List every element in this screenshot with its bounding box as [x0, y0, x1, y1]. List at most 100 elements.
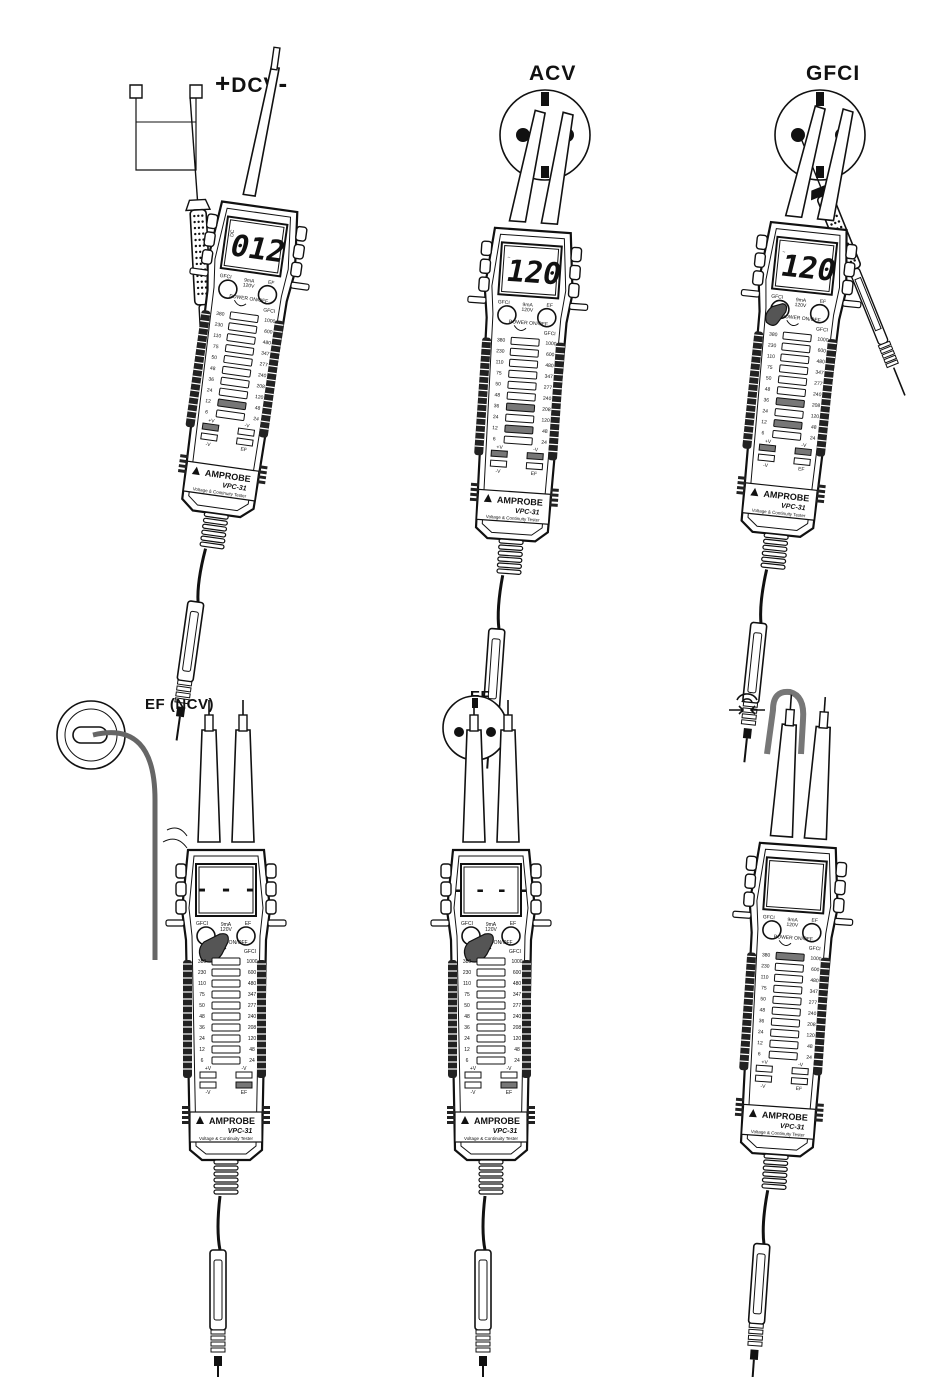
led-left-label: 6	[466, 1058, 469, 1064]
side-bumper	[843, 261, 856, 278]
led-left-label: 50	[211, 355, 218, 362]
mode-label-gfci: GFCI	[806, 62, 861, 85]
led-right-label: 277	[513, 1003, 522, 1009]
probe-ring	[747, 1340, 763, 1347]
led-bar	[476, 1034, 506, 1043]
strain-relief-ring	[213, 1165, 239, 1171]
grip-rib	[480, 354, 491, 357]
grip-rib	[750, 369, 760, 372]
ef-button	[257, 284, 278, 305]
aux-led	[200, 432, 219, 442]
grip-rib	[555, 352, 565, 355]
motion-lines	[162, 827, 188, 849]
side-bumper	[530, 899, 542, 915]
led-bar	[220, 376, 250, 389]
brand-plate	[741, 482, 818, 521]
grip-dot	[194, 250, 198, 254]
side-bumper	[744, 873, 757, 890]
neg-polarity-led	[791, 1067, 809, 1076]
led-left-label: 110	[495, 359, 504, 366]
grip-rib	[481, 347, 491, 350]
led-right-label: 24	[806, 1055, 812, 1061]
grip-rib	[261, 413, 271, 416]
grip-rib	[273, 330, 283, 333]
rubber-grip	[813, 957, 830, 1076]
led-left-label: 24	[762, 408, 768, 415]
lcd-reading: 120	[503, 254, 564, 292]
side-bumper	[835, 861, 848, 878]
rubber-grip	[548, 342, 565, 461]
probe-pin	[175, 716, 181, 741]
led-left-label: 36	[494, 403, 500, 409]
grip-rib	[823, 383, 833, 386]
band-rib	[180, 454, 189, 459]
led-right-label: 208	[256, 383, 265, 390]
grip-rib	[816, 1016, 826, 1019]
grip-rib	[820, 960, 830, 963]
strain-relief-ring	[497, 550, 523, 557]
led-left-label: 230	[463, 970, 472, 976]
btn-mid-label-2: 120V	[786, 922, 799, 929]
led-bar	[223, 354, 253, 367]
side-tab	[189, 267, 209, 277]
strain-relief-ring	[761, 1183, 787, 1190]
neg-polarity-led	[237, 427, 256, 437]
model-subtitle: Voltage & Continuity Tester	[751, 1129, 806, 1138]
led-bar	[227, 322, 258, 334]
grip-rib	[826, 349, 836, 352]
led-right-label: 1000	[246, 959, 257, 965]
rubber-grip	[257, 960, 266, 1078]
led-bar	[211, 1023, 241, 1032]
grip-rib	[550, 422, 560, 425]
aux-led	[754, 1074, 773, 1083]
side-bumper	[530, 863, 542, 879]
grip-dot	[830, 223, 833, 226]
side-bumper	[753, 252, 767, 269]
led-bar	[504, 424, 534, 435]
probe-ring	[176, 685, 192, 693]
strain-relief-ring	[213, 1189, 239, 1195]
led-right-label: 208	[248, 1025, 257, 1031]
strain-relief-ring	[213, 1171, 239, 1177]
ef-led-label: EF	[530, 471, 537, 477]
lcd-window	[500, 245, 560, 296]
led-bar	[775, 397, 805, 408]
led-left-label: 36	[464, 1025, 470, 1031]
probe-ring	[174, 697, 190, 705]
strain-relief-ring	[478, 1189, 504, 1195]
led-left-label: 380	[216, 311, 225, 318]
grip-dot	[198, 244, 202, 247]
cable	[196, 548, 208, 603]
grip-rib	[745, 417, 755, 420]
band-rib	[262, 1116, 270, 1119]
left-probe-shaft	[769, 723, 798, 838]
band-rib	[527, 1116, 535, 1119]
rubber-grip	[522, 960, 531, 1078]
led-right-label: 480	[810, 978, 819, 985]
led-bar	[776, 386, 807, 397]
power-label: POWER ON/OFF	[781, 314, 821, 324]
led-bar	[772, 430, 802, 441]
led-bar	[503, 435, 533, 446]
grip-rib	[188, 403, 198, 406]
power-label: POWER ON/OFF	[774, 934, 813, 943]
led-bar	[768, 1050, 798, 1061]
grip-rib	[742, 1018, 752, 1021]
ef-led	[790, 1077, 809, 1086]
probe-handle-window	[182, 610, 199, 672]
probe-ring	[475, 1329, 491, 1335]
grip-rib	[819, 974, 829, 977]
led-bar	[505, 413, 535, 424]
grip-dot	[198, 232, 201, 236]
aux-label: -V	[763, 463, 769, 470]
wall-socket	[499, 89, 591, 181]
grip-rib	[819, 418, 829, 421]
grip-dot	[835, 214, 838, 218]
side-bumper	[200, 249, 214, 265]
btn-mid-label-1: 9mA	[221, 922, 232, 928]
led-left-label: 6	[205, 409, 209, 415]
btn-mid-label-1: 9mA	[486, 922, 497, 928]
right-probe-shaft	[496, 729, 520, 843]
led-right-label: 480	[262, 340, 271, 347]
